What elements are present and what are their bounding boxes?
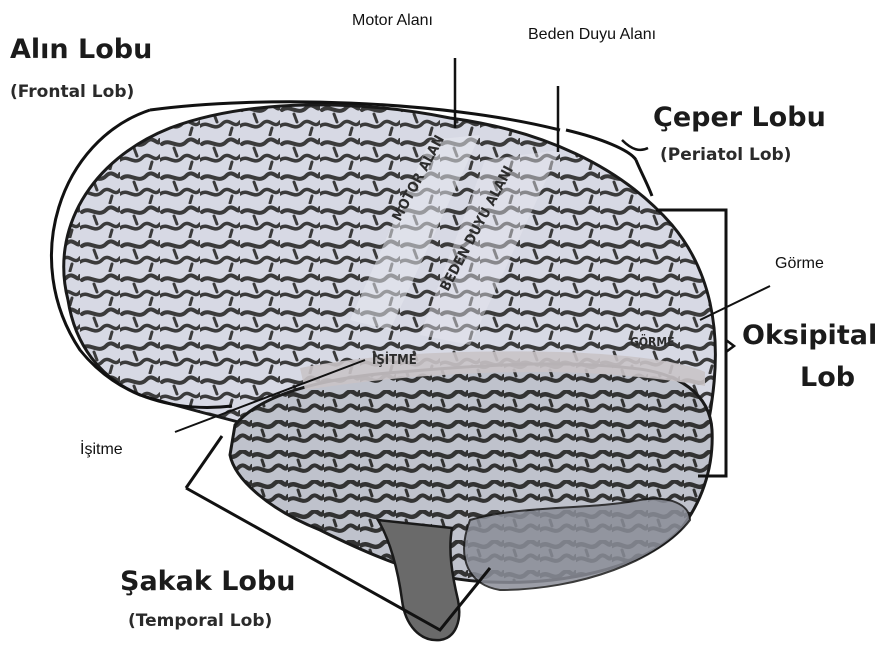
callout-vision: Görme <box>775 255 824 272</box>
callout-somatosensory: Beden Duyu Alanı <box>528 26 656 43</box>
parietal-brace-curl <box>622 140 648 150</box>
brain-label-vision: GÖRME <box>630 334 674 349</box>
callout-hearing: İşitme <box>80 439 123 458</box>
callout-motor: Motor Alanı <box>352 12 433 29</box>
temporal-lobe-title: Şakak Lobu <box>120 566 296 597</box>
occipital-lobe-title-line2: Lob <box>800 362 855 393</box>
frontal-lobe-title: Alın Lobu <box>10 34 152 65</box>
parietal-lobe-subtitle: (Periatol Lob) <box>660 145 791 165</box>
temporal-lobe-subtitle: (Temporal Lob) <box>128 611 272 631</box>
occipital-lobe-title-line1: Oksipital <box>742 320 877 351</box>
temporal-brace-left <box>186 436 222 488</box>
frontal-lobe-subtitle: (Frontal Lob) <box>10 82 134 102</box>
parietal-lobe-title: Çeper Lobu <box>653 102 826 133</box>
brain-illustration <box>64 105 716 640</box>
brain-label-hearing: İŞİTME <box>372 352 417 368</box>
